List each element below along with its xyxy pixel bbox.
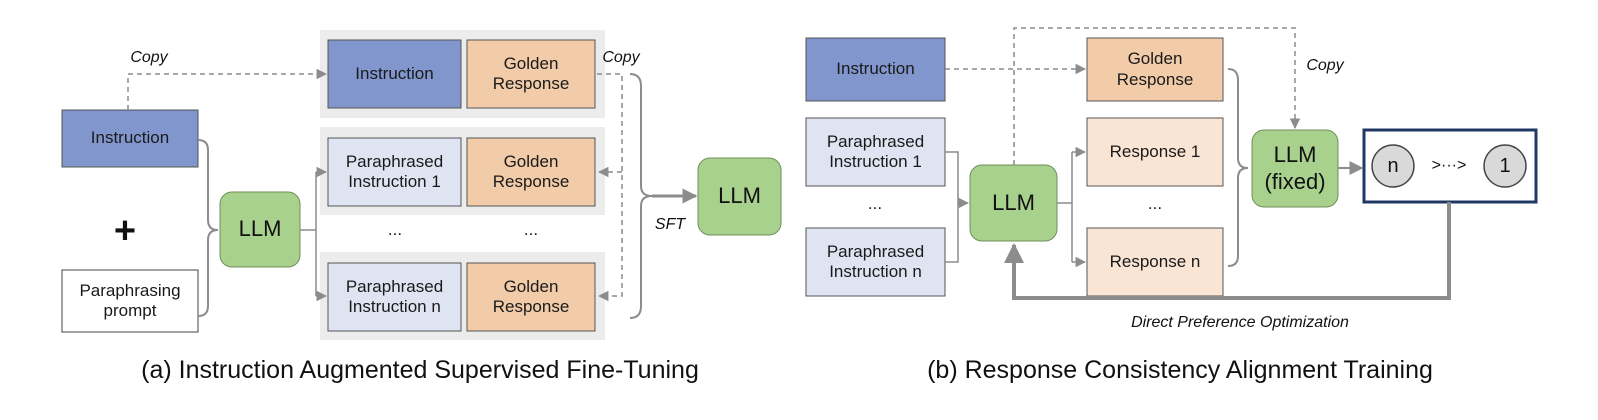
b-paraphrased-label-n: Paraphrased Instruction n	[826, 241, 925, 281]
b-rank-high-label: n	[1387, 155, 1399, 177]
a-sft-label: SFT	[654, 216, 686, 234]
b-paraphrased-box-1	[805, 117, 946, 187]
b-response-label-1: Response 1	[1109, 141, 1201, 161]
b-copy-arrow-llm	[1013, 27, 1301, 165]
a-copy-label-right: Copy	[602, 49, 640, 67]
b-rank-low-label: 1	[1499, 155, 1511, 177]
a-paraphrased-box-n	[327, 262, 462, 332]
b-dpo-label: Direct Preference Optimization	[1131, 314, 1349, 332]
a-ellipsis-right: ...	[523, 219, 539, 239]
a-golden-label-2: Golden Response	[492, 151, 570, 191]
b-golden-box	[1086, 37, 1224, 102]
b-paraphrased-label-1: Paraphrased Instruction 1	[826, 131, 925, 171]
a-ellipsis-left: ...	[387, 219, 403, 239]
a-prompt-label: Paraphrasing prompt	[79, 280, 181, 320]
b-copy-label: Copy	[1306, 57, 1344, 75]
a-golden-box-2	[466, 137, 596, 207]
b-caption: (b) Response Consistency Alignment Train…	[927, 356, 1433, 384]
b-llm-to-responses	[1057, 152, 1073, 262]
a-paraphrased-label-n: Paraphrased Instruction n	[345, 276, 444, 316]
a-pair-instruction-label: Instruction	[355, 63, 434, 83]
a-copy-label-top: Copy	[130, 49, 168, 67]
a-paraphrased-box-1	[327, 137, 462, 207]
b-golden-label: Golden Response	[1116, 49, 1194, 89]
a-llm-label: LLM	[238, 216, 282, 242]
b-ellipsis-right: ...	[1147, 193, 1163, 213]
a-golden-box-3	[466, 262, 596, 332]
b-rank-sep-label: >···>	[1431, 157, 1467, 175]
b-rank-high-circle	[1371, 144, 1415, 188]
b-instruction-label: Instruction	[836, 59, 915, 79]
b-brace-resp	[1227, 68, 1249, 267]
a-llm-to-pairs	[300, 172, 317, 296]
a-instruction-box	[61, 109, 199, 168]
a-copy-arrow-top	[127, 68, 328, 110]
a-golden-label-3: Golden Response	[492, 276, 570, 316]
b-paraphrased-box-n	[805, 227, 946, 297]
b-llm-label: LLM	[992, 189, 1035, 215]
a-pair-instruction-box	[327, 39, 462, 109]
b-dpo-loop	[1004, 202, 1451, 300]
a-instruction-label: Instruction	[90, 128, 170, 148]
b-rank-low-circle	[1483, 144, 1527, 188]
b-response-label-n: Response n	[1109, 251, 1201, 271]
a-llm-out-box	[697, 157, 782, 236]
a-prompt-box	[61, 269, 199, 333]
a-copy-arrow-right	[597, 73, 623, 302]
b-llm-fixed-label: LLM (fixed)	[1264, 142, 1326, 194]
b-instruction-box	[805, 37, 946, 102]
b-ellipsis-left: ...	[867, 193, 883, 213]
a-llm-out-label: LLM	[718, 183, 761, 209]
b-response-box-n	[1086, 227, 1224, 297]
a-bracket-in	[197, 139, 219, 317]
a-paraphrased-label-1: Paraphrased Instruction 1	[345, 151, 444, 191]
a-golden-label-1: Golden Response	[492, 53, 570, 93]
a-brace-sft	[629, 73, 653, 319]
a-golden-box-1	[466, 39, 596, 109]
b-response-box-1	[1086, 117, 1224, 187]
b-bracket-in	[945, 151, 968, 263]
a-plus-sign: +	[113, 210, 137, 253]
a-caption: (a) Instruction Augmented Supervised Fin…	[141, 356, 699, 384]
